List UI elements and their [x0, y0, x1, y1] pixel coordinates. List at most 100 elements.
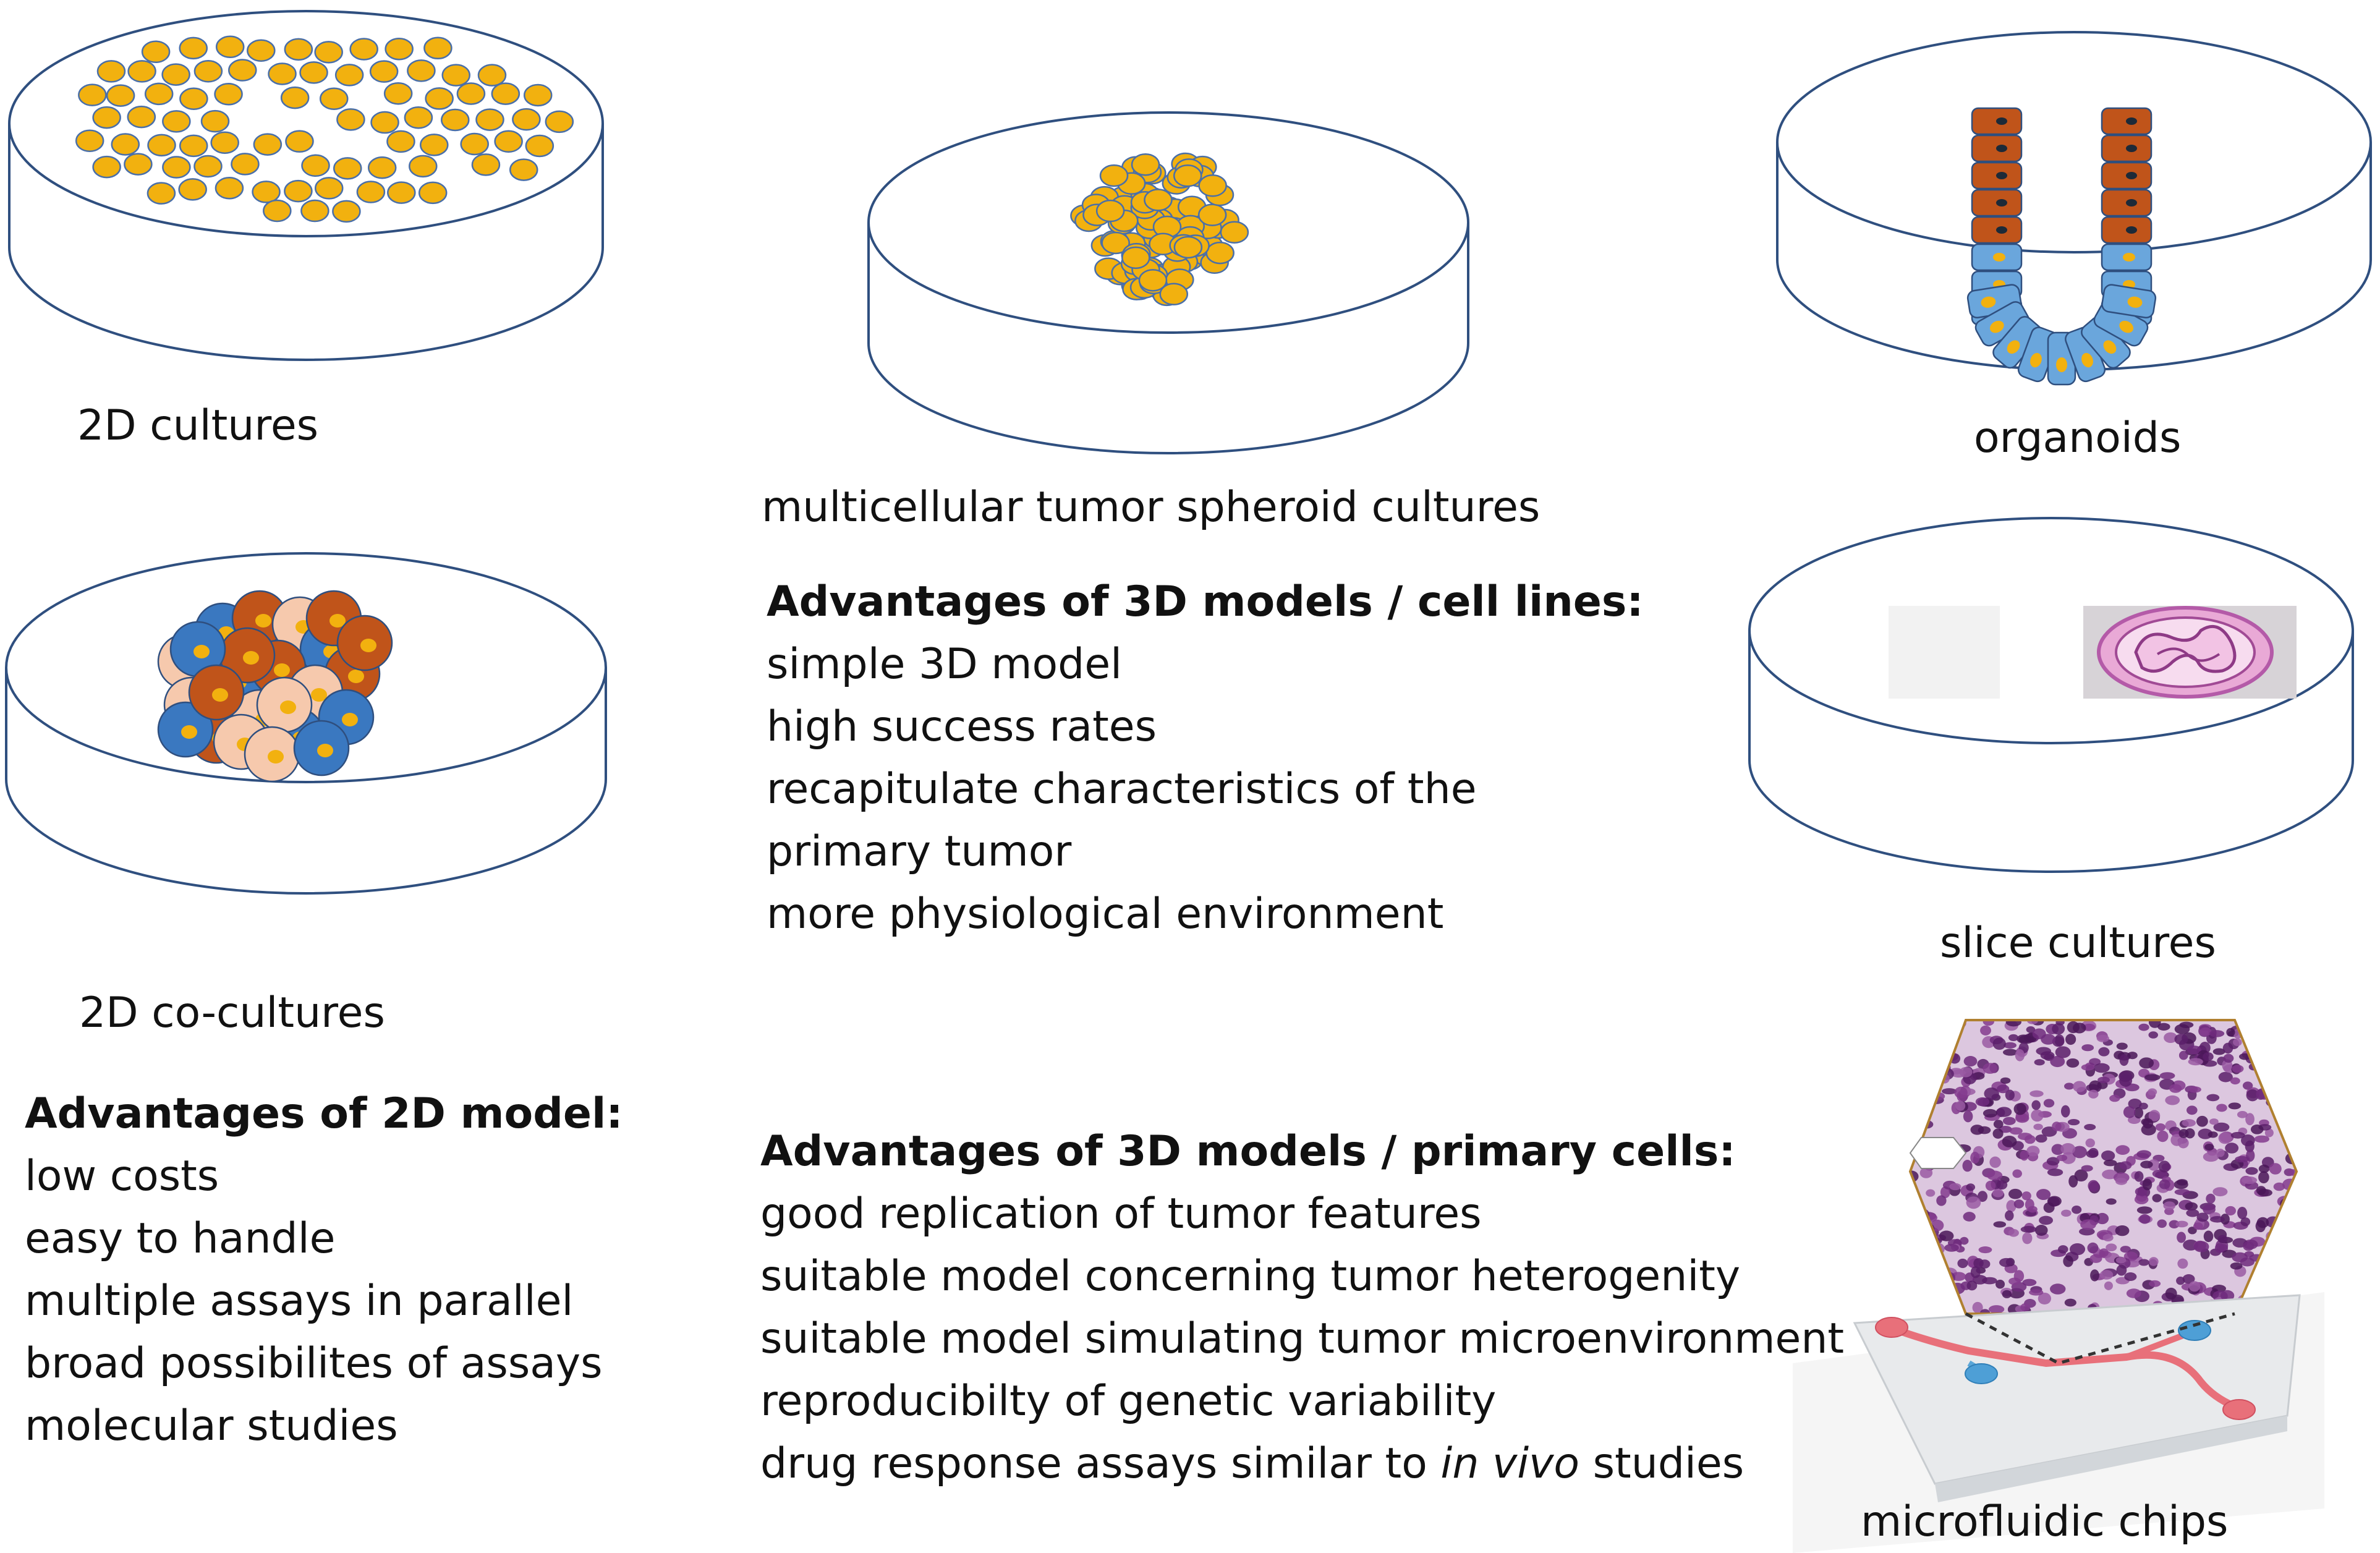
nucleus	[1932, 1054, 1943, 1065]
nucleus	[2061, 1209, 2072, 1217]
nucleus	[2243, 1241, 2255, 1251]
nucleus	[2176, 1179, 2188, 1186]
nucleus	[2124, 1272, 2137, 1282]
nucleus	[1963, 1110, 1973, 1123]
nucleus	[2127, 1052, 2138, 1060]
nucleus	[1955, 1100, 1966, 1111]
nucleus	[1910, 1307, 1925, 1314]
nucleus	[1957, 1258, 1968, 1269]
nucleus	[2175, 1220, 2188, 1228]
nucleus	[2065, 1034, 2076, 1045]
nucleus	[2134, 1194, 2149, 1204]
label-slice-cultures: slice cultures	[1940, 919, 2216, 968]
nucleus	[2097, 1076, 2110, 1083]
nucleus	[1966, 1183, 1976, 1191]
nucleus	[2209, 1216, 2225, 1223]
list-item: high success rates	[767, 702, 1157, 751]
nucleus	[2033, 1123, 2043, 1130]
cell	[334, 64, 364, 87]
dish-2d-cocultures	[5, 552, 607, 895]
nucleus	[2272, 1275, 2285, 1287]
nucleus	[1983, 1020, 1994, 1026]
cell	[214, 83, 243, 106]
nucleus	[1910, 1254, 1921, 1266]
nucleus	[2285, 1059, 2297, 1071]
nucleus	[2101, 1150, 2115, 1161]
cell	[179, 87, 208, 110]
nucleus	[1915, 1114, 1927, 1126]
advantages-3d-cell-lines: Advantages of 3D models / cell lines: si…	[767, 571, 1644, 945]
nucleus	[2176, 1276, 2185, 1285]
cell	[1121, 246, 1150, 270]
nucleus	[1993, 1120, 2004, 1129]
cell	[1159, 283, 1189, 306]
nucleus	[2281, 1040, 2291, 1049]
nucleus	[1925, 1272, 1941, 1281]
nucleus	[2157, 1130, 2169, 1142]
nucleus	[2020, 1225, 2037, 1233]
cell	[253, 133, 283, 156]
nucleus	[2188, 1281, 2201, 1292]
nucleus	[2248, 1047, 2258, 1054]
nucleus	[2273, 1182, 2285, 1191]
nucleus	[2284, 1040, 2296, 1049]
nucleus	[2213, 1122, 2230, 1132]
nucleus	[2115, 1225, 2130, 1236]
cell	[147, 134, 176, 157]
cell	[147, 182, 176, 205]
cell	[545, 110, 574, 134]
nucleus	[2138, 1023, 2149, 1031]
nucleus	[2218, 1132, 2232, 1144]
nucleus	[2102, 1233, 2114, 1242]
nucleus	[2088, 1180, 2099, 1192]
nucleus	[2287, 1110, 2297, 1118]
nucleus	[1949, 1183, 1961, 1191]
nucleus	[1912, 1078, 1929, 1087]
cell	[162, 156, 191, 179]
nucleus	[2216, 1104, 2227, 1112]
nucleus	[1992, 1128, 2004, 1139]
nucleus	[2126, 145, 2137, 152]
nucleus	[2271, 1238, 2283, 1246]
nucleus	[2279, 1273, 2295, 1283]
nucleus	[311, 688, 327, 702]
nucleus	[360, 639, 376, 652]
nucleus	[2052, 1023, 2065, 1035]
nucleus	[1930, 1049, 1942, 1062]
nucleus	[2182, 1119, 2196, 1127]
cell	[231, 153, 260, 176]
nucleus	[1933, 1044, 1944, 1052]
nucleus	[1954, 1086, 1968, 1099]
nucleus	[1996, 145, 2007, 152]
cell	[127, 60, 156, 83]
nucleus	[1996, 199, 2007, 206]
nucleus	[2230, 1077, 2240, 1085]
nucleus	[2264, 1128, 2274, 1138]
organoid-crypt	[1966, 107, 2157, 386]
cell	[332, 200, 361, 223]
nucleus	[2148, 1020, 2161, 1028]
nucleus	[1985, 1180, 1996, 1191]
nucleus	[2152, 1194, 2162, 1202]
nucleus	[2196, 1212, 2209, 1222]
nucleus	[2126, 117, 2137, 125]
dish-spheroid	[867, 111, 1469, 454]
nucleus	[1987, 1170, 2003, 1181]
nucleus	[1962, 1159, 1973, 1172]
dish-slice	[1748, 517, 2354, 873]
cell-group	[1992, 316, 2042, 369]
nucleus	[243, 651, 259, 665]
cell	[319, 87, 349, 110]
nucleus	[2072, 1206, 2082, 1214]
nucleus	[2276, 1068, 2292, 1078]
nucleus	[2242, 1081, 2253, 1090]
nucleus	[2134, 1107, 2144, 1119]
cell	[383, 82, 413, 105]
nucleus	[2109, 1094, 2120, 1102]
nucleus	[2290, 1261, 2297, 1272]
nucleus	[2258, 1189, 2272, 1197]
nucleus	[1911, 1113, 1924, 1126]
nucleus	[2188, 1058, 2203, 1066]
nucleus	[2217, 1235, 2228, 1244]
